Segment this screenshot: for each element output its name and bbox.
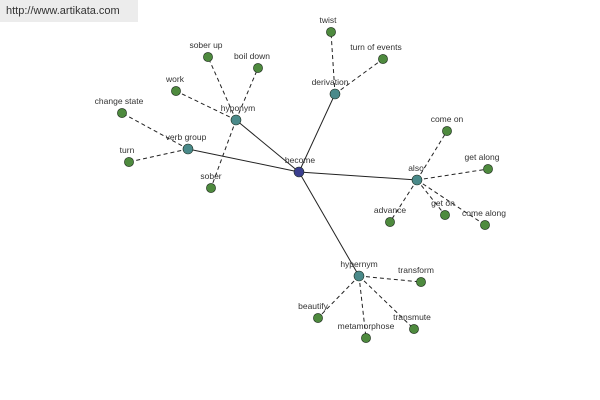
edge-root-rel-verb-group — [187, 148, 300, 173]
word-label-twist: twist — [320, 15, 338, 25]
word-label-advance: advance — [374, 205, 406, 215]
word-label-transmute: transmute — [393, 312, 431, 322]
word-node-sober-up[interactable] — [203, 52, 213, 62]
word-node-metamorphose[interactable] — [361, 333, 371, 343]
relation-node-hyponym[interactable] — [230, 114, 242, 126]
word-label-get-along: get along — [465, 152, 500, 162]
word-label-metamorphose: metamorphose — [338, 321, 395, 331]
word-label-turn: turn — [120, 145, 135, 155]
word-label-come-along: come along — [462, 208, 506, 218]
word-node-come-on[interactable] — [442, 126, 452, 136]
word-node-transform[interactable] — [416, 277, 426, 287]
word-node-beautify[interactable] — [313, 313, 323, 323]
edge-rel-also-come-on — [416, 130, 448, 181]
root-label: become — [285, 155, 316, 165]
relation-label-verb-group: verb group — [166, 132, 207, 142]
word-label-work: work — [165, 74, 185, 84]
relation-label-hyponym: hyponym — [221, 103, 256, 113]
edge-rel-verb-group-turn — [128, 148, 189, 163]
word-label-come-on: come on — [431, 114, 464, 124]
relation-node-derivation[interactable] — [329, 88, 341, 100]
word-node-boil-down[interactable] — [253, 63, 263, 73]
word-node-turn[interactable] — [124, 157, 134, 167]
edge-root-rel-also — [298, 171, 418, 181]
word-node-sober[interactable] — [206, 183, 216, 193]
edge-rel-hypernym-beautify — [317, 275, 360, 319]
word-node-come-along[interactable] — [480, 220, 490, 230]
relation-node-also[interactable] — [411, 174, 423, 186]
edge-root-rel-derivation — [298, 93, 336, 173]
word-node-transmute[interactable] — [409, 324, 419, 334]
word-node-advance[interactable] — [385, 217, 395, 227]
edge-rel-hypernym-transform — [358, 275, 422, 283]
edge-root-rel-hypernym — [298, 171, 360, 277]
word-node-get-along[interactable] — [483, 164, 493, 174]
word-label-beautify: beautify — [298, 301, 329, 311]
edge-rel-also-advance — [389, 179, 418, 223]
root-node[interactable] — [293, 166, 305, 178]
edge-rel-also-get-on — [416, 179, 446, 216]
word-label-boil-down: boil down — [234, 51, 270, 61]
graph-labels: sober up boil down work sober hyponym twist tu… — [95, 15, 507, 331]
edge-rel-also-get-along — [416, 168, 489, 181]
relation-label-also: also — [408, 163, 424, 173]
word-label-change-state: change state — [95, 96, 144, 106]
edge-rel-verb-group-change-state — [121, 112, 189, 150]
graph-nodes — [117, 27, 493, 343]
graph-edges — [121, 31, 489, 339]
word-label-transform: transform — [398, 265, 434, 275]
word-node-get-on[interactable] — [440, 210, 450, 220]
edge-root-rel-hyponym — [235, 119, 300, 173]
relation-node-verb-group[interactable] — [182, 143, 194, 155]
relation-node-hypernym[interactable] — [353, 270, 365, 282]
relation-label-hypernym: hypernym — [340, 259, 377, 269]
edge-rel-hyponym-sober-up — [207, 56, 237, 121]
word-label-sober: sober — [200, 171, 221, 181]
edge-rel-derivation-twist — [330, 31, 336, 95]
word-node-twist[interactable] — [326, 27, 336, 37]
edge-rel-hypernym-transmute — [358, 275, 415, 330]
word-node-work[interactable] — [171, 86, 181, 96]
word-node-change-state[interactable] — [117, 108, 127, 118]
word-label-sober-up: sober up — [189, 40, 222, 50]
edge-rel-hyponym-boil-down — [235, 67, 259, 121]
watermark-url: http://www.artikata.com — [0, 0, 138, 22]
word-label-get-on: get on — [431, 198, 455, 208]
word-label-turn-of-events: turn of events — [350, 42, 402, 52]
edge-rel-hypernym-metamorphose — [358, 275, 367, 339]
edge-rel-derivation-turn-of-events — [334, 58, 384, 95]
edge-rel-hyponym-sober — [210, 119, 237, 189]
word-node-turn-of-events[interactable] — [378, 54, 388, 64]
relation-label-derivation: derivation — [312, 77, 349, 87]
